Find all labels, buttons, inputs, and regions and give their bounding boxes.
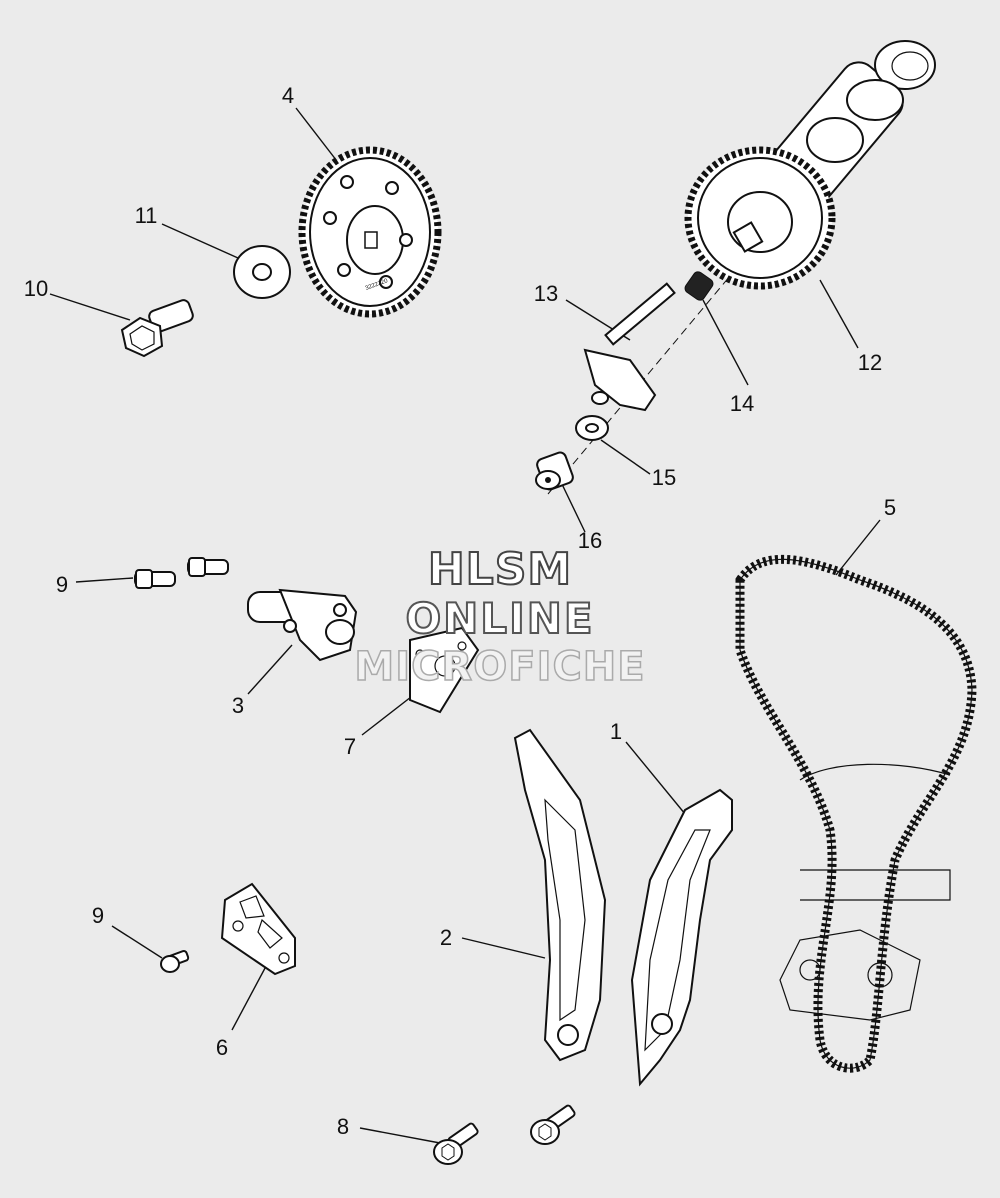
callout-14: 14 xyxy=(729,391,755,416)
decompression-shaft xyxy=(583,282,676,412)
assembly-axis-line xyxy=(547,239,761,495)
callout-12: 12 xyxy=(857,350,883,375)
callout-5: 5 xyxy=(883,495,897,520)
callout-9-lower: 9 xyxy=(91,903,105,928)
spring xyxy=(684,271,714,301)
callout-13: 13 xyxy=(533,281,559,306)
chain-tensioner xyxy=(247,588,358,662)
callout-16: 16 xyxy=(577,528,603,553)
gasket-plate xyxy=(220,882,296,976)
callout-3: 3 xyxy=(231,693,245,718)
callout-15: 15 xyxy=(651,465,677,490)
callout-9-upper: 9 xyxy=(55,572,69,597)
engine-case-outline xyxy=(779,763,951,1021)
callout-8: 8 xyxy=(336,1114,350,1139)
callout-7: 7 xyxy=(343,734,357,759)
washer-small xyxy=(575,415,609,441)
callout-11: 11 xyxy=(134,203,158,228)
callout-6: 6 xyxy=(215,1035,229,1060)
chain-guide-fixed xyxy=(513,728,607,1062)
tensioner-gasket xyxy=(409,626,480,714)
washer-large xyxy=(233,245,291,299)
callout-1: 1 xyxy=(609,719,623,744)
leader-lines xyxy=(49,107,881,1144)
callout-2: 2 xyxy=(439,925,453,950)
cam-sprocket: 3222220 xyxy=(298,146,442,318)
tensioner-bolts xyxy=(134,557,229,589)
guide-bolts xyxy=(433,1104,576,1165)
callout-10: 10 xyxy=(23,276,49,301)
camshaft xyxy=(684,40,936,290)
gasket-bolt xyxy=(160,950,190,973)
timing-chain xyxy=(735,554,977,1073)
chain-guide-tensioner xyxy=(630,788,733,1087)
callout-4: 4 xyxy=(281,83,295,108)
bushing xyxy=(535,451,574,491)
hex-bolt xyxy=(120,299,194,358)
